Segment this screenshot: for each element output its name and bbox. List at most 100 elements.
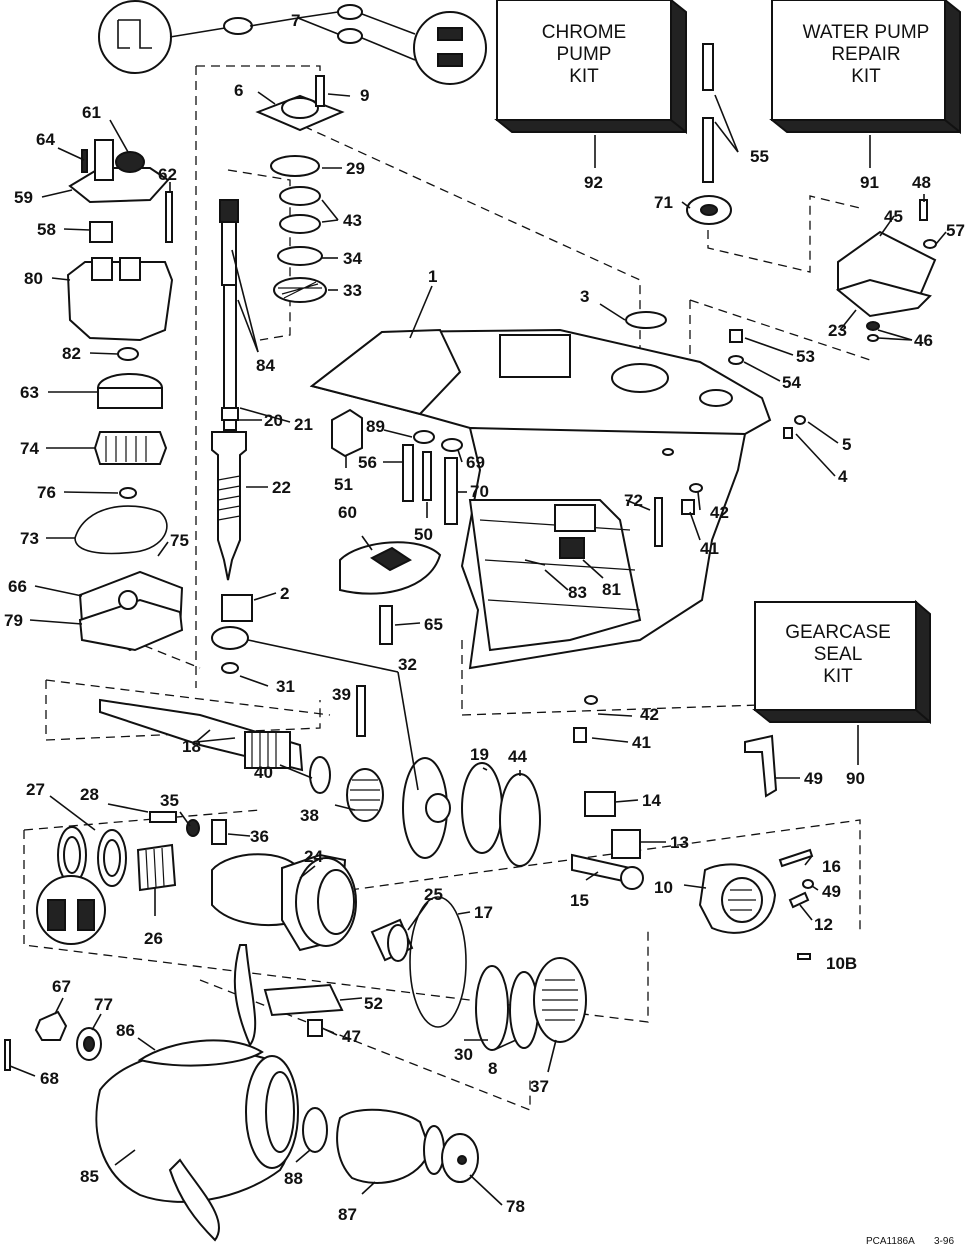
callout-20: 20 <box>264 411 283 430</box>
callout-61: 61 <box>82 103 101 122</box>
propeller-parts <box>4 944 479 1242</box>
callout-77: 77 <box>94 995 113 1014</box>
gearcase-housing <box>309 328 772 670</box>
lower-drive-parts <box>99 594 814 960</box>
footer-code: PCA1186A <box>866 1236 915 1247</box>
callout-69: 69 <box>466 453 485 472</box>
callout-37: 37 <box>530 1077 549 1096</box>
callout-45: 45 <box>884 207 903 226</box>
callout-28: 28 <box>80 785 99 804</box>
drive-shaft <box>211 199 247 581</box>
callout-67: 67 <box>52 977 71 996</box>
callout-49-upper: 49 <box>804 769 823 788</box>
callout-89: 89 <box>366 417 385 436</box>
callout-39: 39 <box>332 685 351 704</box>
callout-36: 36 <box>250 827 269 846</box>
callout-33: 33 <box>343 281 362 300</box>
callout-78: 78 <box>506 1197 525 1216</box>
callout-87: 87 <box>338 1205 357 1224</box>
callout-29: 29 <box>346 159 365 178</box>
callout-24: 24 <box>304 847 323 866</box>
callout-4: 4 <box>838 467 848 486</box>
callout-1: 1 <box>428 267 437 286</box>
callout-23: 23 <box>828 321 847 340</box>
callout-73: 73 <box>20 529 39 548</box>
callout-30: 30 <box>454 1045 473 1064</box>
callout-71: 71 <box>654 193 673 212</box>
callout-59: 59 <box>14 188 33 207</box>
callout-5: 5 <box>842 435 851 454</box>
callout-15: 15 <box>570 891 589 910</box>
callout-17: 17 <box>474 903 493 922</box>
callout-10B: 10B <box>826 954 857 973</box>
callout-32: 32 <box>398 655 417 674</box>
callout-65: 65 <box>424 615 443 634</box>
callout-40: 40 <box>254 763 273 782</box>
detail-circle-left <box>98 0 226 74</box>
detail-circle-right <box>361 11 487 85</box>
callout-12: 12 <box>814 915 833 934</box>
callout-48: 48 <box>912 173 931 192</box>
propeller-shaft-parts <box>36 811 587 1051</box>
callout-58: 58 <box>37 220 56 239</box>
pump-base-stack <box>223 4 363 303</box>
callout-83: 83 <box>568 583 587 602</box>
callout-14: 14 <box>642 791 661 810</box>
water-pump-parts <box>66 139 184 652</box>
right-upper-parts <box>573 43 937 743</box>
callout-91: 91 <box>860 173 879 192</box>
callout-81: 81 <box>602 580 621 599</box>
callout-55: 55 <box>750 147 769 166</box>
callout-labels: 7 6 9 29 43 34 33 84 21 20 22 2 31 32 39… <box>4 11 965 1224</box>
callout-64: 64 <box>36 130 55 149</box>
callout-10: 10 <box>654 878 673 897</box>
callout-72: 72 <box>624 491 643 510</box>
callout-42-lower: 42 <box>640 705 659 724</box>
callout-41-lower: 41 <box>632 733 651 752</box>
callout-27: 27 <box>26 780 45 799</box>
callout-7: 7 <box>291 11 300 30</box>
callout-42: 42 <box>710 503 729 522</box>
callout-50: 50 <box>414 525 433 544</box>
callout-54: 54 <box>782 373 801 392</box>
callout-21: 21 <box>294 415 313 434</box>
callout-66: 66 <box>8 577 27 596</box>
callout-84: 84 <box>256 356 275 375</box>
callout-31: 31 <box>276 677 295 696</box>
callout-34: 34 <box>343 249 362 268</box>
callout-70: 70 <box>470 482 489 501</box>
callout-52: 52 <box>364 994 383 1013</box>
callout-60: 60 <box>338 503 357 522</box>
callout-35: 35 <box>160 791 179 810</box>
callout-8: 8 <box>488 1059 497 1078</box>
callout-79: 79 <box>4 611 23 630</box>
callout-90: 90 <box>846 769 865 788</box>
callout-57: 57 <box>946 221 965 240</box>
mid-upper-parts <box>331 408 463 737</box>
callout-51: 51 <box>334 475 353 494</box>
callout-19: 19 <box>470 745 489 764</box>
callout-26: 26 <box>144 929 163 948</box>
callout-3: 3 <box>580 287 589 306</box>
callout-38: 38 <box>300 806 319 825</box>
callout-41: 41 <box>700 539 719 558</box>
callout-80: 80 <box>24 269 43 288</box>
callout-75: 75 <box>170 531 189 550</box>
callout-22: 22 <box>272 478 291 497</box>
callout-62: 62 <box>158 165 177 184</box>
callout-68: 68 <box>40 1069 59 1088</box>
callout-85: 85 <box>80 1167 99 1186</box>
callout-43: 43 <box>343 211 362 230</box>
callout-25: 25 <box>424 885 443 904</box>
callout-82: 82 <box>62 344 81 363</box>
callout-13: 13 <box>670 833 689 852</box>
leader-lines <box>9 11 947 1206</box>
callout-53: 53 <box>796 347 815 366</box>
callout-76: 76 <box>37 483 56 502</box>
